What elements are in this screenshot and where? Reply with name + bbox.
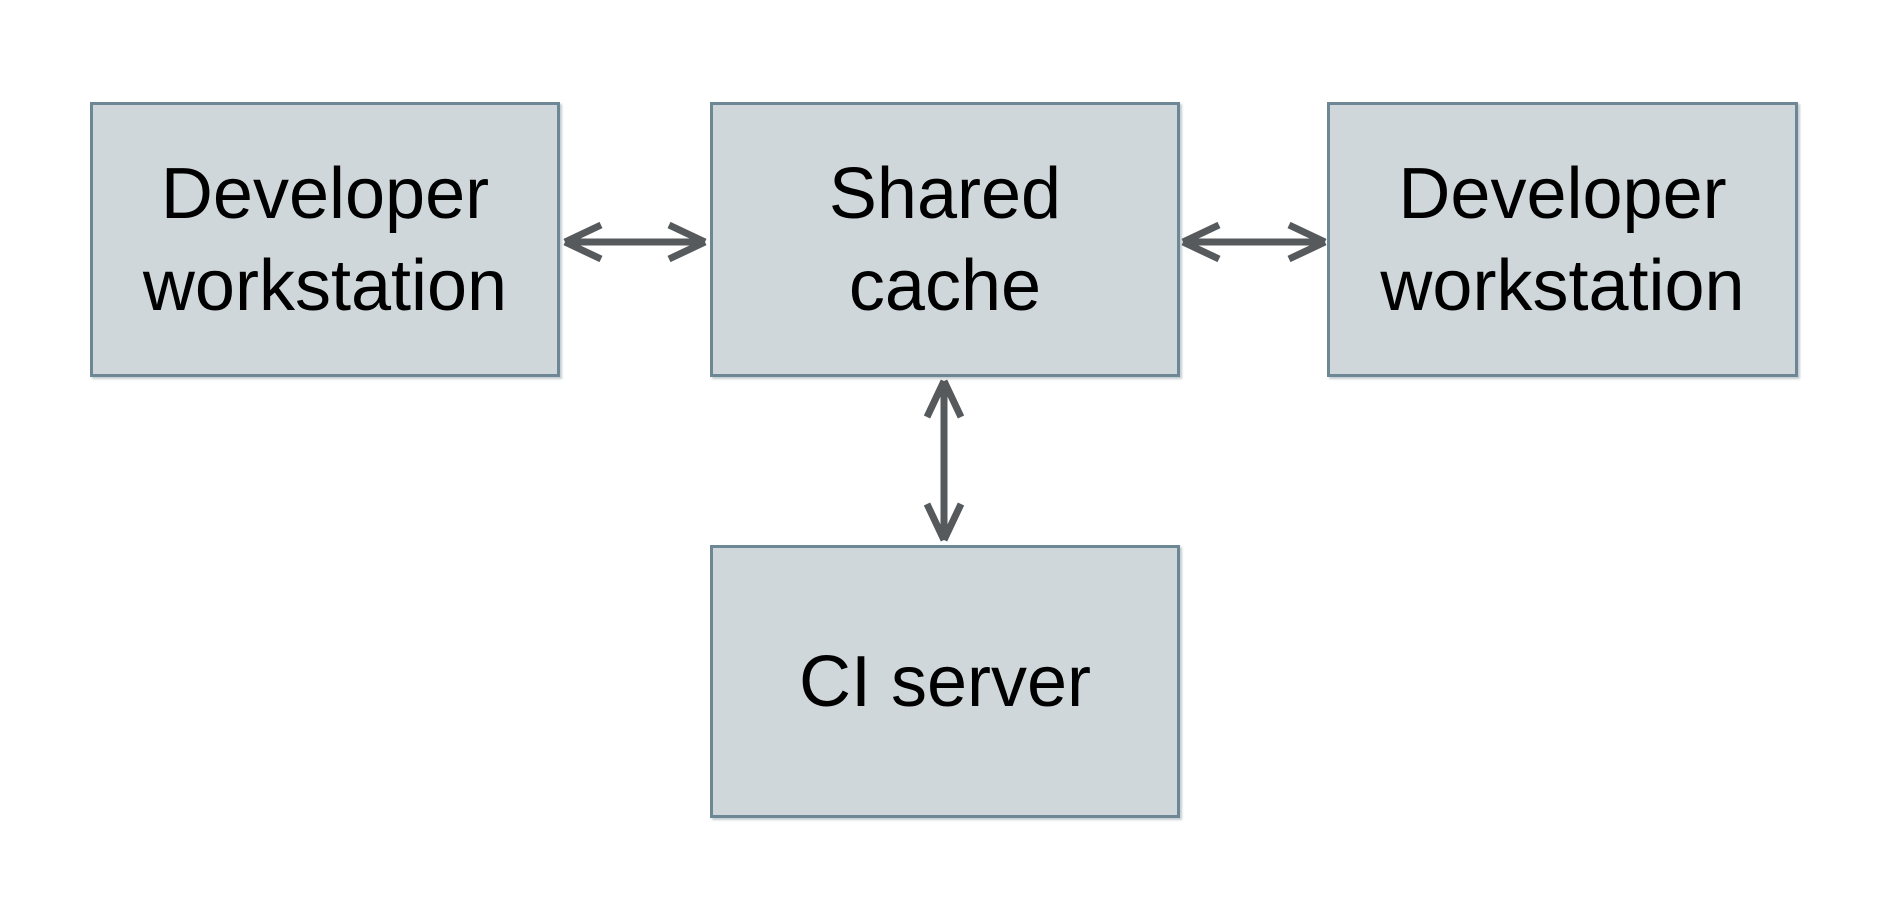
node-label: CI server — [798, 641, 1092, 722]
edge-devleft-cache-bidirectional-arrow — [563, 221, 707, 263]
node-label: Developer — [1398, 153, 1727, 234]
node-label: workstation — [1380, 245, 1745, 326]
node-label: cache — [848, 245, 1042, 326]
edge-cache-ciserver-bidirectional-arrow — [923, 379, 965, 542]
node-label: Shared — [828, 153, 1062, 234]
node-label: Developer — [160, 153, 490, 234]
node-shared-cache: Shared cache — [710, 102, 1180, 377]
edge-cache-devright-bidirectional-arrow — [1181, 221, 1327, 263]
node-ci-server: CI server — [710, 545, 1180, 818]
node-developer-workstation-right: Developer workstation — [1327, 102, 1798, 377]
node-developer-workstation-left: Developer workstation — [90, 102, 560, 377]
node-label: workstation — [142, 245, 508, 326]
